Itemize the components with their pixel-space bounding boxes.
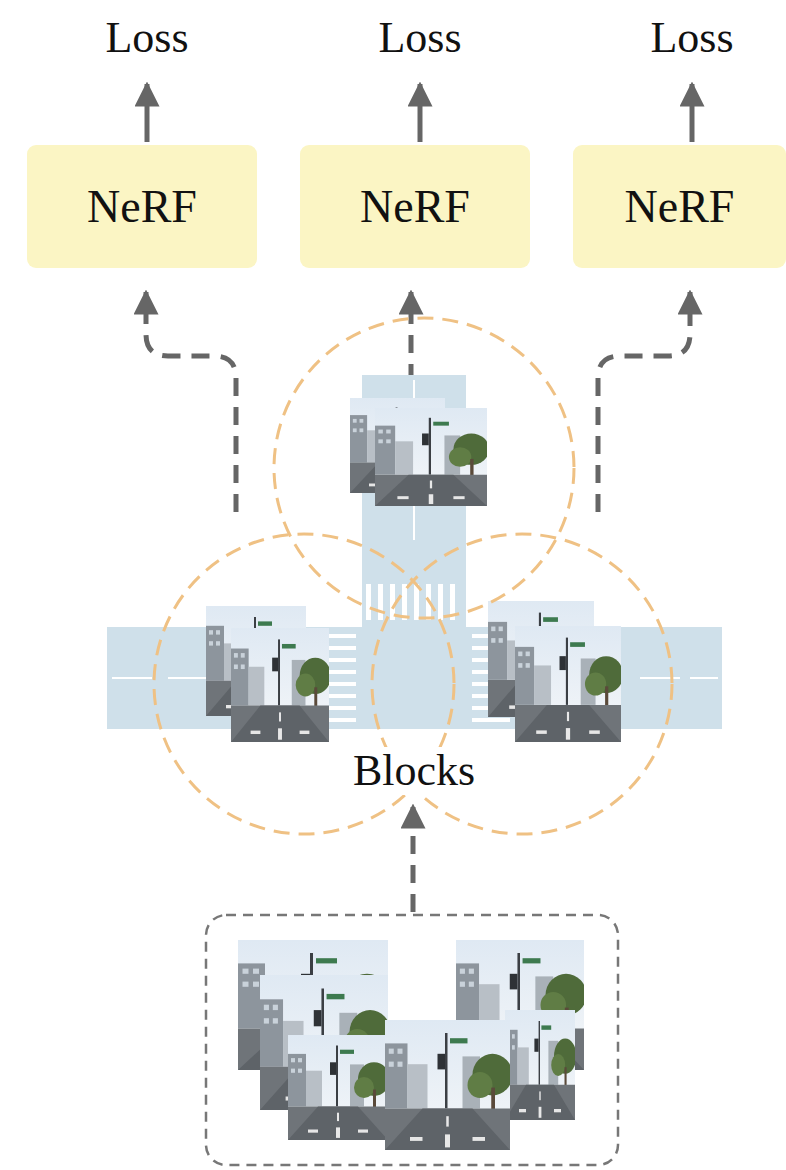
box-label: NeRF	[625, 180, 735, 233]
nerf-box: NeRF	[573, 145, 786, 268]
block-circles	[154, 318, 672, 834]
box-label: NeRF	[360, 180, 470, 233]
loss-label: Loss	[374, 14, 465, 62]
loss-label: Loss	[646, 14, 737, 62]
nerf-box: NeRF	[300, 145, 530, 268]
image-collection	[206, 915, 618, 1165]
loss-label: Loss	[101, 14, 192, 62]
nerf-box: NeRF	[27, 145, 257, 268]
block-arrows	[146, 292, 690, 912]
box-label: NeRF	[87, 180, 197, 233]
blocks-label: Blocks	[349, 747, 479, 795]
loss-arrows	[147, 84, 692, 142]
road-map	[107, 375, 722, 729]
block-photos	[206, 398, 623, 742]
